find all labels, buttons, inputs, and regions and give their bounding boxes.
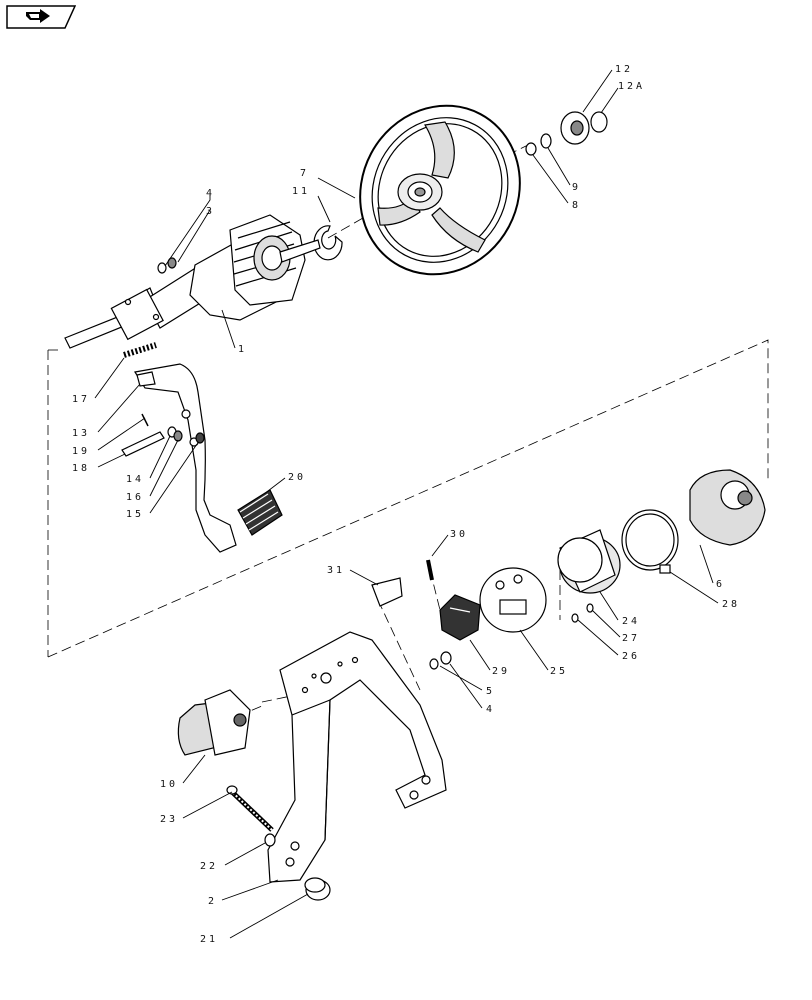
screw-30 <box>426 559 434 581</box>
gauge-housing <box>689 469 766 546</box>
callout-4-bottom: 4 <box>486 704 495 715</box>
bolt-washer-3-4 <box>157 257 177 274</box>
callout-23: 23 <box>160 814 178 825</box>
clamp-ring <box>621 509 679 574</box>
next-page-arrow-icon <box>6 5 77 29</box>
callout-10: 10 <box>160 779 178 790</box>
callout-1: 1 <box>238 344 247 355</box>
callout-25: 25 <box>550 666 568 677</box>
callout-2: 2 <box>208 896 217 907</box>
callout-9: 9 <box>572 182 581 193</box>
callout-27: 27 <box>622 633 640 644</box>
control-module <box>439 594 481 641</box>
steering-column <box>64 214 321 349</box>
lens-ring <box>557 529 621 594</box>
screw-5-washer-4 <box>429 651 452 670</box>
callout-12a: 12A <box>618 81 645 92</box>
mounting-plate <box>371 577 403 607</box>
steering-wheel <box>359 104 521 276</box>
callout-6: 6 <box>716 579 725 590</box>
callout-11: 11 <box>292 186 310 197</box>
gauge-gasket <box>479 567 547 633</box>
callout-14: 14 <box>126 474 144 485</box>
callout-26: 26 <box>622 651 640 662</box>
callout-18: 18 <box>72 463 90 474</box>
callout-17: 17 <box>72 394 90 405</box>
callout-22: 22 <box>200 861 218 872</box>
callout-16: 16 <box>126 492 144 503</box>
washer-22 <box>264 833 276 847</box>
bushing-21 <box>304 877 331 901</box>
brake-pedal-arm <box>134 363 237 553</box>
support-bracket <box>267 631 447 883</box>
callout-4-top: 4 <box>206 188 215 199</box>
horn-cap <box>560 111 608 145</box>
callout-30: 30 <box>450 529 468 540</box>
callout-13: 13 <box>72 428 90 439</box>
leader-lines <box>94 69 719 939</box>
next-page-button[interactable] <box>6 5 77 29</box>
nut-washer <box>525 133 552 156</box>
callout-29: 29 <box>492 666 510 677</box>
bolt-14-16-15 <box>167 426 205 444</box>
ignition-switch <box>177 689 251 756</box>
callout-31: 31 <box>327 565 345 576</box>
callout-5: 5 <box>486 686 495 697</box>
callout-8: 8 <box>572 200 581 211</box>
pin-clip <box>141 413 149 427</box>
callout-28: 28 <box>722 599 740 610</box>
callout-labels: 12 12A 7 11 9 8 4 3 1 17 13 19 18 14 16 … <box>72 64 740 945</box>
callout-24: 24 <box>622 616 640 627</box>
callout-21: 21 <box>200 934 218 945</box>
screws-26-27 <box>571 603 594 623</box>
callout-20: 20 <box>288 472 306 483</box>
split-ring <box>313 225 343 261</box>
pedal-pad <box>237 489 283 536</box>
callout-19: 19 <box>72 446 90 457</box>
callout-3: 3 <box>206 206 215 217</box>
spring <box>123 342 157 358</box>
callout-7: 7 <box>300 168 309 179</box>
pivot-pin <box>121 431 165 457</box>
callout-12: 12 <box>615 64 633 75</box>
bolt-23 <box>226 785 274 832</box>
callout-15: 15 <box>126 509 144 520</box>
